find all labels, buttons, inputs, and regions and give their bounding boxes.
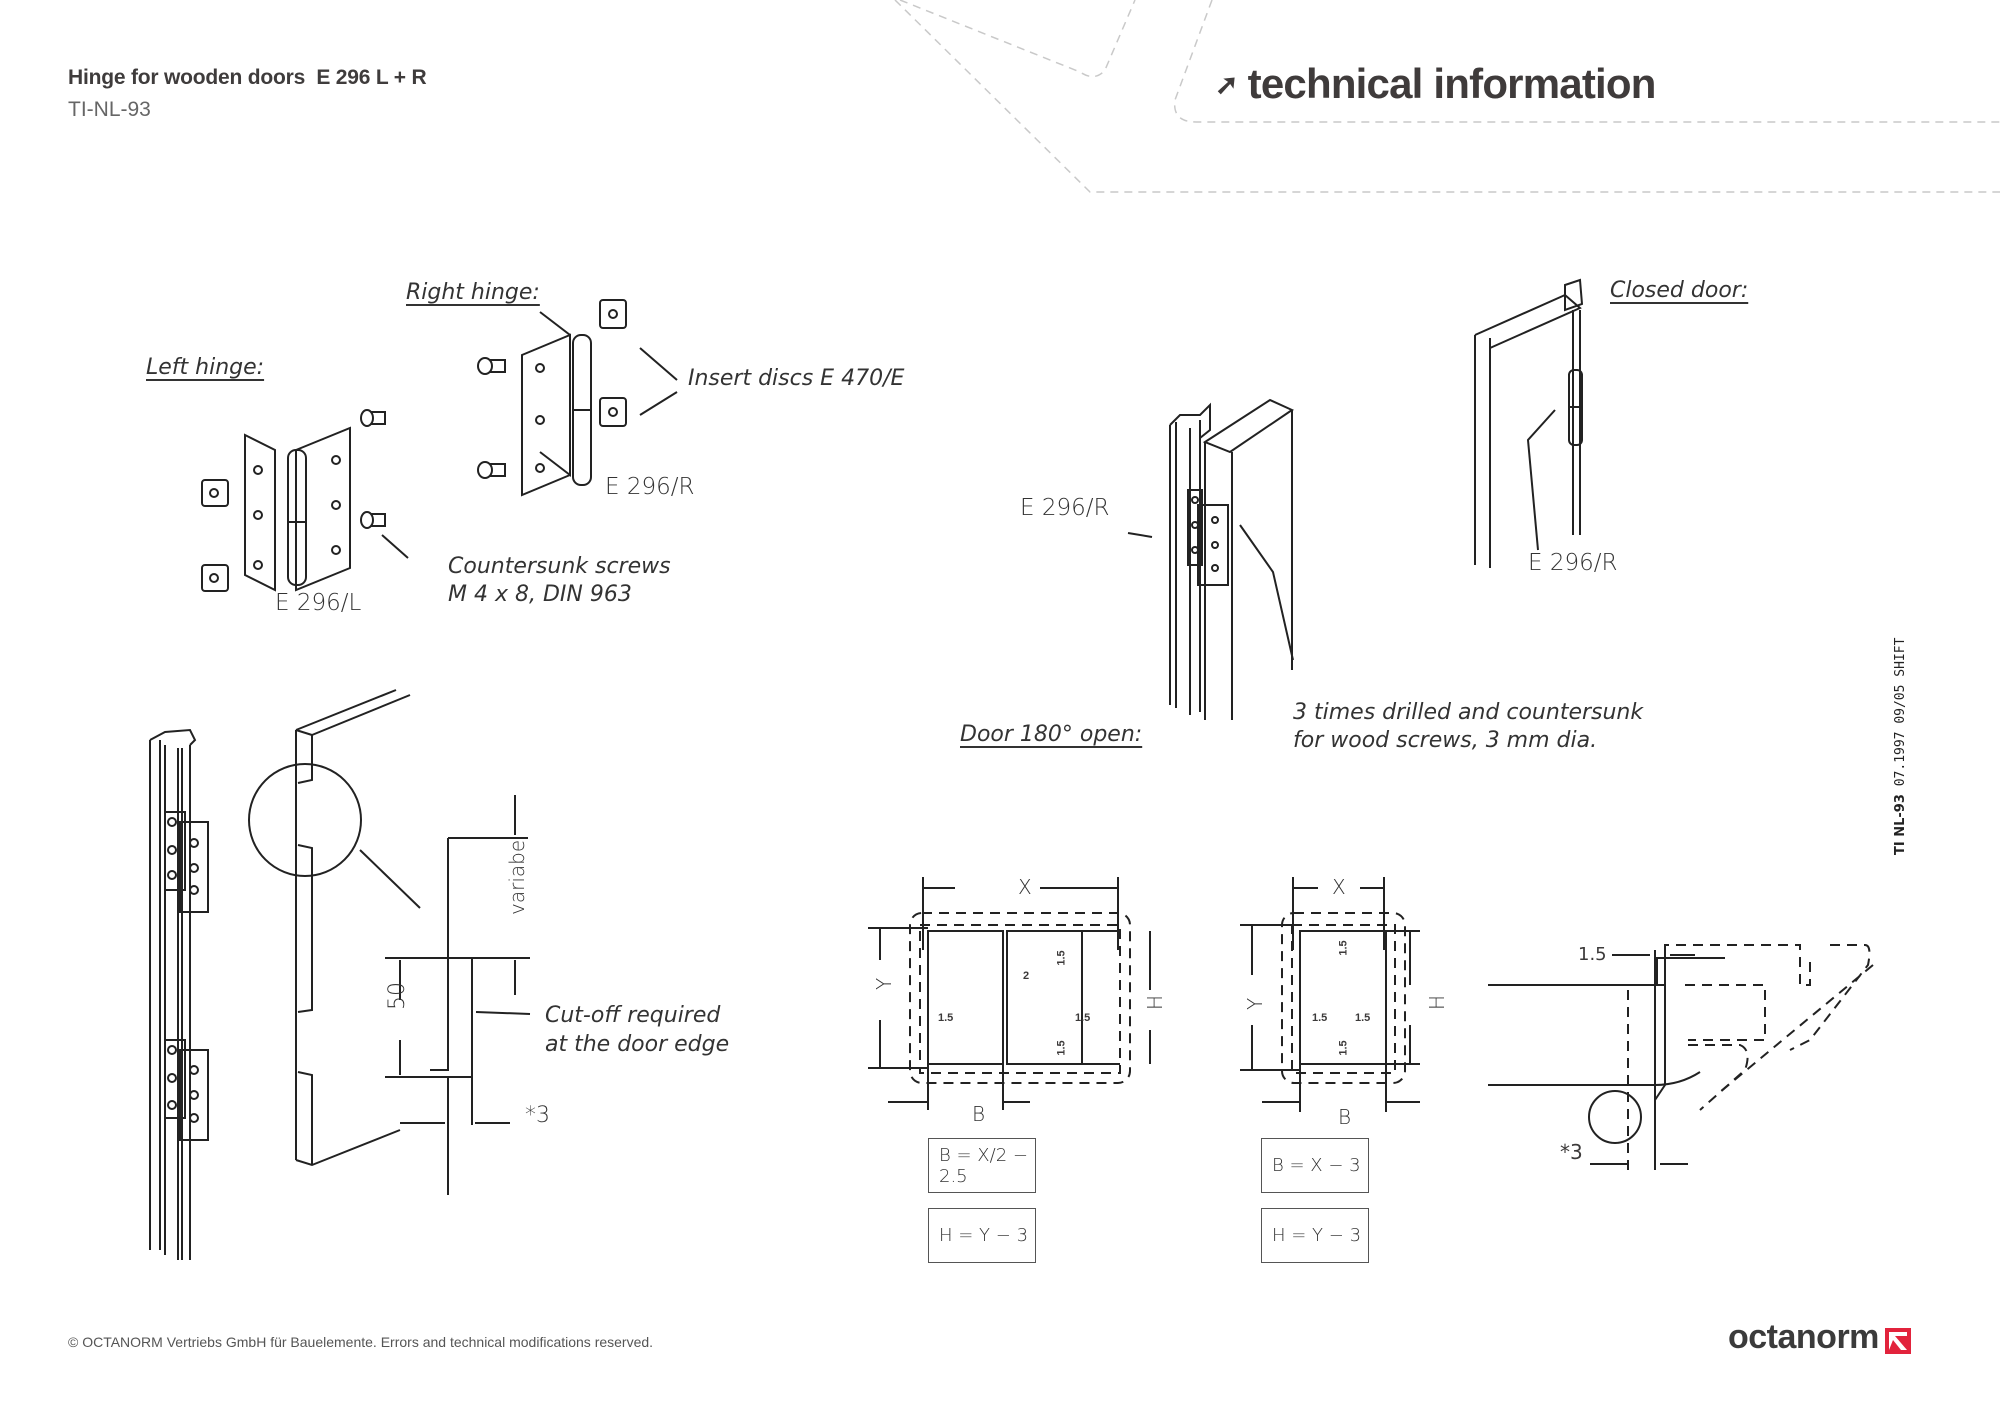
dim-margin: 1.5 [1075,1012,1091,1024]
insert-disc [201,479,229,507]
dim-x: X [1332,875,1346,899]
cutoff-note-line2: at the door edge [545,1032,730,1057]
dim-h: H [1143,994,1167,1010]
drilled-note-line2: for wood screws, 3 mm dia. [1293,728,1598,753]
dim-margin: 1.5 [1312,1012,1328,1024]
closed-door-label: Closed door: [1610,278,1749,303]
part-label-open-door: E 296/R [1020,495,1110,521]
logo-text: octanorm [1728,1318,1879,1356]
insert-disc [599,299,627,329]
section-heading-text: technical information [1247,60,1657,107]
left-hinge-drawing [201,409,409,592]
seal-circle [1588,1090,1642,1144]
dim-margin: 1.5 [1337,940,1350,956]
door-closed-drawing [1474,278,1584,568]
screws-label-line2: M 4 x 8, DIN 963 [448,582,632,607]
screw [477,357,493,375]
part-label-closed-door: E 296/R [1528,550,1618,576]
insert-disc [201,564,229,592]
dim-margin: 1.5 [1337,1040,1350,1056]
dim-margin: 1.5 [938,1012,954,1024]
side-code-rest: 07.1997 09/05 SHIFT [1893,637,1908,787]
screw [360,409,374,427]
dim-50-label: 50 [385,982,410,1010]
screw [477,461,493,479]
formula-h-double: H = Y − 3 [928,1208,1036,1263]
single-door-dimension-diagram [1240,877,1420,1112]
dim-b: B [1338,1105,1352,1129]
dim-x: X [1018,875,1032,899]
section-dim-top: 1.5 [1578,944,1607,965]
dim-margin: 1.5 [1055,1040,1068,1056]
right-hinge-drawing [477,299,678,497]
section-detail-diagram [1488,944,1874,1170]
left-hinge-label: Left hinge: [146,355,265,380]
part-label-right: E 296/R [605,474,695,500]
side-document-code: TI NL-93 07.1997 09/05 SHIFT [1893,638,1908,855]
door-open-label: Door 180° open: [960,722,1143,747]
double-door-dimension-diagram [868,877,1151,1110]
dim-margin: 1.5 [1355,1012,1371,1024]
dim-gap: 2 [1023,970,1030,982]
variable-dim-label: variabe [505,839,529,915]
octanorm-logo: octanorm [1728,1318,1915,1357]
star3-label: *3 [525,1103,550,1128]
copyright-footer: © OCTANORM Vertriebs GmbH für Bauelement… [68,1334,654,1350]
part-label-left: E 296/L [275,590,362,616]
dim-h: H [1425,994,1449,1010]
dim-b: B [972,1102,986,1126]
document-title: Hinge for wooden doors E 296 L + R [68,66,427,89]
right-hinge-label: Right hinge: [406,280,540,305]
formula-h-single: H = Y − 3 [1261,1208,1369,1263]
arrow-up-right-icon: ➚ [1215,68,1238,100]
detail-circle [248,763,362,877]
side-code-bold: TI NL-93 [1893,794,1908,855]
screw [360,511,374,529]
drilled-note-line1: 3 times drilled and countersunk [1293,700,1644,725]
door-open-drawing [1127,398,1295,720]
door-cutoff-drawing [248,689,531,1195]
dim-margin: 1.5 [1055,950,1068,966]
insert-discs-label: Insert discs E 470/E [688,366,905,391]
formula-b-single: B = X − 3 [1261,1138,1369,1193]
cutoff-note-line1: Cut-off required [545,1003,721,1028]
dim-y: Y [1243,997,1267,1010]
section-dim-bottom: *3 [1560,1140,1583,1164]
dim-y: Y [872,977,896,990]
document-code: TI-NL-93 [68,98,151,121]
section-heading: ➚ technical information [1215,60,1656,108]
formula-b-double: B = X/2 − 2.5 [928,1138,1036,1193]
profile-with-hinges-drawing [149,728,209,1260]
screws-label-line1: Countersunk screws [448,554,671,579]
insert-disc [599,397,627,427]
logo-mark-icon [1884,1328,1911,1354]
